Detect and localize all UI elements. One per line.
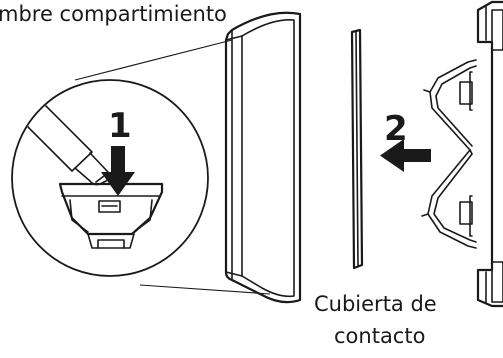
zoom-line-bottom — [139, 284, 271, 295]
contact-cover — [350, 28, 364, 270]
release-slot — [98, 200, 121, 213]
top-caption: mbre compartimiento — [0, 2, 227, 26]
main-housing — [224, 11, 302, 304]
step-two-number: 2 — [384, 109, 408, 149]
zoom-line-top — [74, 39, 233, 81]
arrow-down-icon — [101, 146, 135, 196]
step-one-number: 1 — [108, 106, 132, 146]
part-label-line2: contacto — [334, 324, 425, 348]
mounting-bracket — [421, 0, 503, 308]
arrow-left-icon — [380, 139, 431, 172]
part-label-line1: Cubierta de — [314, 292, 437, 316]
